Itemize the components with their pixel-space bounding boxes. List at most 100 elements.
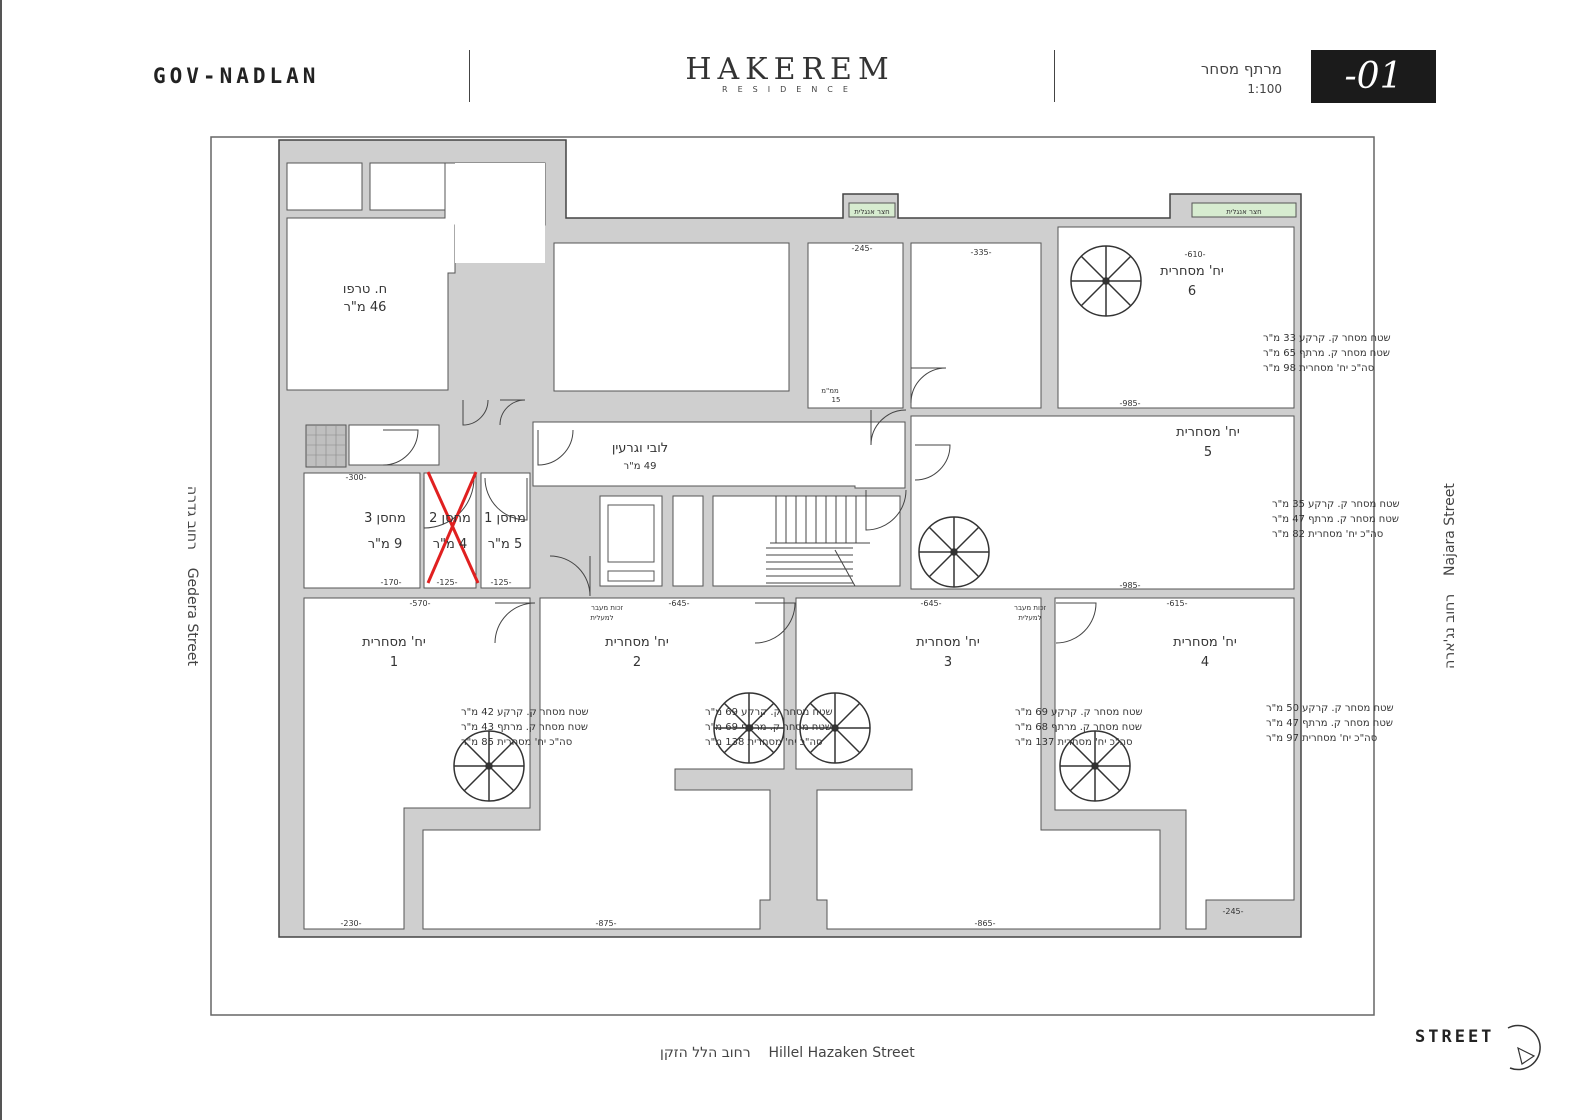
unit6-total: סה"כ יח' מסחרית 98 מ"ר	[1263, 363, 1374, 374]
door	[462, 399, 489, 426]
unit5-title: יח' מסחרית	[1176, 425, 1240, 440]
unit4-title: יח' מסחרית	[1173, 635, 1237, 650]
street-bottom: רחוב הלל הזקן Hillel Hazaken Street	[660, 1045, 915, 1061]
unit1-total: סה"כ יח' מסחרית 85 מ"ר	[461, 737, 572, 748]
dim-label: -875-	[595, 919, 616, 928]
room-shaft-1	[286, 162, 363, 211]
room-storage1	[480, 472, 531, 589]
passage-label-1b: למעלית	[590, 614, 613, 622]
unit4-ground: שטח מסחר ק. קרקע 50 מ"ר	[1266, 703, 1394, 714]
dim-label: -335-	[970, 248, 991, 257]
dim-label: -125-	[436, 578, 457, 587]
unit4-number: 4	[1201, 655, 1209, 670]
storage1-name: מחסן 1	[484, 511, 526, 526]
unit2-total: סה"כ יח' מסחרית 138 מ"ר	[705, 737, 823, 748]
room-unit5	[910, 415, 1295, 590]
spiral-stair-5	[918, 516, 990, 588]
spiral-stair-6	[1070, 245, 1142, 317]
dim-label: -170-	[380, 578, 401, 587]
spiral-stairs	[453, 245, 1142, 802]
unit1-number: 1	[390, 655, 398, 670]
unit4-total: סה"כ יח' מסחרית 97 מ"ר	[1266, 733, 1377, 744]
dim-label: -615-	[1166, 599, 1187, 608]
unit1-ground: שטח מסחר ק. קרקע 42 מ"ר	[461, 707, 589, 718]
passage-label-2a: זכות מעבר	[1014, 604, 1047, 612]
room-shaft-2	[369, 162, 446, 211]
dim-label: -645-	[920, 599, 941, 608]
unit6-ground: שטח מסחר ק. קרקע 33 מ"ר	[1263, 333, 1391, 344]
unit3-total: סה"כ יח' מסחרית 137 מ"ר	[1015, 737, 1133, 748]
dim-label: -610-	[1184, 250, 1205, 259]
lobby-name: לובי וגרעין	[612, 441, 668, 456]
dim-label: -570-	[409, 599, 430, 608]
dim-label: -985-	[1119, 399, 1140, 408]
unit3-title: יח' מסחרית	[916, 635, 980, 650]
mamad-area: 15	[832, 396, 841, 404]
street-right: רחוב נג'ארה Najara Street	[1442, 483, 1458, 669]
spiral-stair-3	[799, 692, 871, 764]
brand-name: GOV-NADLAN	[153, 64, 320, 88]
dim-label: -985-	[1119, 581, 1140, 590]
english-court-right-label: חצר אנגלית	[1226, 208, 1261, 216]
room-unit1	[303, 597, 531, 930]
unit2-ground: שטח מסחר ק. קרקע 69 מ"ר	[705, 707, 833, 718]
unit5-total: סה"כ יח' מסחרית 82 מ"ר	[1272, 529, 1383, 540]
unit4-basement: שטח מסחר ק. מרתף 47 מ"ר	[1266, 718, 1393, 729]
room-shaft-elevator	[599, 495, 663, 587]
passage-label-2b: למעלית	[1018, 614, 1041, 622]
dim-label: -125-	[490, 578, 511, 587]
elevator-cab	[607, 504, 655, 563]
unit1-title: יח' מסחרית	[362, 635, 426, 650]
storage2-name: מחסן 2	[429, 511, 471, 526]
header-divider-right	[1054, 50, 1055, 102]
room-top-center	[553, 242, 790, 392]
page-edge	[0, 0, 2, 1120]
room-unit6-left	[910, 242, 1042, 409]
tech-room-area: 46 מ"ר	[344, 300, 387, 315]
logo-sub-text: RESIDENCE	[722, 85, 858, 94]
street-right-english: Najara Street	[1441, 483, 1458, 576]
room-mamad	[807, 242, 904, 409]
room-unit6-right	[1057, 226, 1295, 409]
storage2-area: 4 מ"ר	[433, 537, 468, 552]
storage2-cancel-cross	[426, 471, 480, 584]
passage-label-1a: זכות מעבר	[591, 604, 624, 612]
unit6-basement: שטח מסחר ק. מרתף 65 מ"ר	[1263, 348, 1390, 359]
header-divider-left	[469, 50, 470, 102]
street-left: רחוב גדרה Gedera Street	[184, 486, 200, 666]
lobby-area: 49 מ"ר	[624, 461, 657, 472]
spiral-stair-1	[453, 730, 525, 802]
unit3-basement: שטח מסחר ק. מרתף 68 מ"ר	[1015, 722, 1142, 733]
logo-main-text: HAKEREM	[685, 52, 895, 87]
unit1-basement: שטח מסחר ק. מרתף 43 מ"ר	[461, 722, 588, 733]
storage3-name: מחסן 3	[364, 511, 406, 526]
dim-label: -300-	[345, 473, 366, 482]
spiral-stair-2	[713, 692, 785, 764]
dim-label: -245-	[1222, 907, 1243, 916]
floor-number-badge: -01	[1311, 50, 1436, 103]
floor-scale: 1:100	[1247, 82, 1282, 96]
tech-room-name: ח. טרפו	[343, 282, 387, 297]
unit5-number: 5	[1204, 445, 1212, 460]
dim-label: -865-	[974, 919, 995, 928]
street-logo-mark-icon	[1507, 1024, 1541, 1071]
storage3-area: 9 מ"ר	[368, 537, 403, 552]
room-shaft-small	[672, 495, 704, 587]
unit5-ground: שטח מסחר ק. קרקע 35 מ"ר	[1272, 499, 1400, 510]
spiral-stair-4	[1059, 730, 1131, 802]
unit2-basement: שטח מסחר ק. מרתף 69 מ"ר	[705, 722, 832, 733]
room-unit3	[795, 597, 1161, 930]
dim-label: -230-	[340, 919, 361, 928]
unit6-number: 6	[1188, 284, 1196, 299]
room-lobby-left	[348, 424, 440, 466]
unit5-basement: שטח מסחר ק. מרתף 47 מ"ר	[1272, 514, 1399, 525]
room-unit4	[1054, 597, 1295, 930]
street-bottom-english: Hillel Hazaken Street	[768, 1045, 915, 1061]
street-right-hebrew: רחוב נג'ארה	[1441, 593, 1458, 669]
unit6-title: יח' מסחרית	[1160, 264, 1224, 279]
dim-label: -645-	[668, 599, 689, 608]
english-court-left-label: חצר אנגלית	[854, 208, 889, 216]
street-logo: STREET	[1415, 1027, 1495, 1047]
room-lobby	[532, 421, 906, 489]
